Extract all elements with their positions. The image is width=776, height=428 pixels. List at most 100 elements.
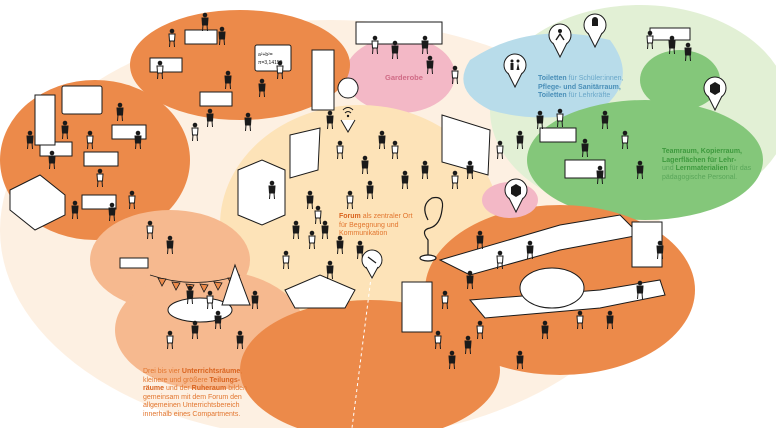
shelf-right-back bbox=[631, 221, 663, 268]
furniture-layer bbox=[9, 21, 691, 333]
person-figure bbox=[606, 310, 614, 330]
sanitary-icon bbox=[583, 13, 607, 49]
toilet-icon bbox=[503, 53, 527, 89]
person-figure bbox=[146, 220, 154, 240]
person-figure bbox=[366, 180, 374, 200]
person-figure bbox=[581, 138, 589, 158]
board-formula-line2: π=3,14159 bbox=[258, 60, 283, 66]
person-figure bbox=[186, 285, 194, 305]
person-figure bbox=[326, 260, 334, 280]
person-figure bbox=[308, 230, 316, 250]
person-figure bbox=[251, 290, 259, 310]
person-figure bbox=[451, 170, 459, 190]
person-figure bbox=[336, 140, 344, 160]
person-figure bbox=[276, 60, 284, 80]
table bbox=[199, 91, 233, 107]
low-table-left bbox=[9, 174, 66, 231]
shelf-top bbox=[311, 49, 335, 111]
wifi-icon bbox=[337, 77, 359, 133]
person-figure bbox=[244, 112, 252, 132]
tipi-tent bbox=[221, 263, 251, 306]
person-figure bbox=[71, 200, 79, 220]
storage-box-icon bbox=[703, 76, 727, 112]
whiteboard-top bbox=[254, 44, 292, 72]
person-figure bbox=[466, 160, 474, 180]
compartment-label-part: Drei bis vier bbox=[143, 368, 182, 375]
person-figure bbox=[541, 320, 549, 340]
table bbox=[83, 151, 119, 167]
person-figure bbox=[116, 102, 124, 122]
table bbox=[149, 57, 183, 73]
person-figure bbox=[168, 28, 176, 48]
team-room-zone bbox=[527, 100, 763, 220]
person-figure bbox=[526, 240, 534, 260]
person-figure bbox=[224, 70, 232, 90]
kiosk bbox=[237, 159, 286, 226]
person-figure bbox=[378, 130, 386, 150]
person-figure bbox=[156, 60, 164, 80]
person-figure bbox=[321, 220, 329, 240]
toilet-zone bbox=[463, 33, 623, 118]
person-figure bbox=[576, 310, 584, 330]
toilets-label-part: Toiletten bbox=[538, 75, 567, 82]
person-figure bbox=[656, 240, 664, 260]
people-layer bbox=[26, 12, 692, 370]
person-figure bbox=[391, 140, 399, 160]
person-figure bbox=[191, 122, 199, 142]
toilets-label-part: für Lehrkräfte bbox=[566, 92, 611, 99]
person-figure bbox=[434, 330, 442, 350]
person-figure bbox=[201, 12, 209, 32]
storage-box-icon bbox=[504, 178, 528, 214]
person-figure bbox=[391, 40, 399, 60]
person-figure bbox=[516, 130, 524, 150]
garderobe-rack bbox=[355, 21, 443, 45]
person-figure bbox=[466, 270, 474, 290]
toilets-label: Toiletten für Schüler:innen, Pflege- und… bbox=[538, 75, 643, 101]
compartment-label-part: Teilungs-räume bbox=[143, 376, 241, 393]
shelf-left bbox=[34, 94, 56, 146]
compartment-label-part: bilden gemeinsam mit dem Forum den allge… bbox=[143, 385, 247, 418]
classroom-bottom-zone bbox=[240, 300, 500, 428]
location-pin bbox=[361, 249, 383, 280]
person-figure bbox=[361, 155, 369, 175]
board-formula-line1: a²+b²= bbox=[258, 52, 273, 58]
person-figure bbox=[268, 180, 276, 200]
person-figure bbox=[61, 120, 69, 140]
toilets-label-part: Toiletten bbox=[538, 92, 567, 99]
person-figure bbox=[516, 350, 524, 370]
person-figure bbox=[292, 220, 300, 240]
team-label-part: Lernmaterialien bbox=[675, 165, 728, 172]
whiteboard-left bbox=[61, 85, 103, 115]
person-figure bbox=[206, 290, 214, 310]
person-figure bbox=[306, 190, 314, 210]
compartment-label-part: , kleinere und größere bbox=[143, 368, 243, 384]
info-panel bbox=[441, 114, 491, 176]
person-figure bbox=[646, 30, 654, 50]
person-figure bbox=[218, 26, 226, 46]
garderobe-zone bbox=[345, 37, 455, 113]
person-figure bbox=[668, 35, 676, 55]
person-figure bbox=[108, 202, 116, 222]
person-figure bbox=[206, 108, 214, 128]
person-figure bbox=[401, 170, 409, 190]
person-figure bbox=[601, 110, 609, 130]
person-figure bbox=[621, 130, 629, 150]
care-room-icon bbox=[548, 23, 572, 59]
compartment-label: Drei bis vier Unterrichtsräume, kleinere… bbox=[143, 368, 255, 419]
team-table bbox=[539, 127, 577, 143]
person-figure bbox=[476, 320, 484, 340]
compartment-label-part: Ruheraum bbox=[191, 385, 227, 392]
table bbox=[81, 194, 117, 210]
compartment-label-part: und der bbox=[164, 385, 192, 392]
person-figure bbox=[441, 290, 449, 310]
round-platform bbox=[167, 297, 233, 323]
person-figure bbox=[536, 110, 544, 130]
bench bbox=[119, 257, 149, 269]
person-figure bbox=[426, 55, 434, 75]
person-figure bbox=[236, 330, 244, 350]
person-figure bbox=[421, 160, 429, 180]
person-figure bbox=[371, 35, 379, 55]
person-figure bbox=[314, 205, 322, 225]
round-rug bbox=[519, 267, 585, 309]
person-figure bbox=[191, 320, 199, 340]
